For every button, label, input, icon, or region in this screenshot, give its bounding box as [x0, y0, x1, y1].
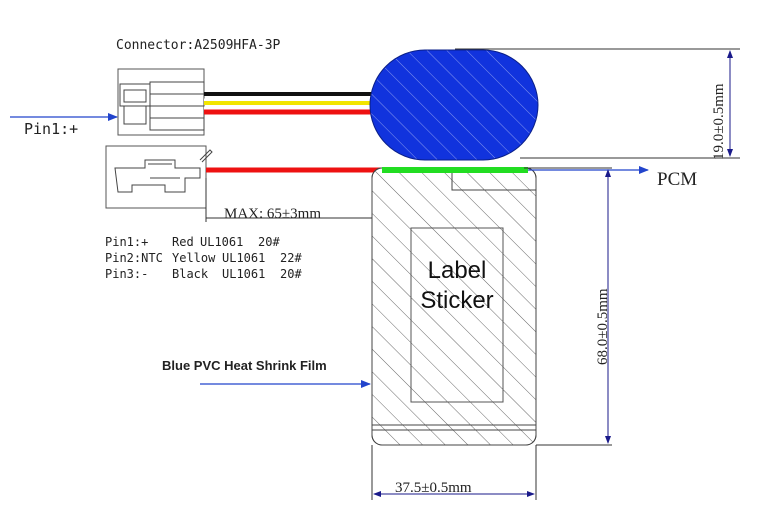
pin-row-2-color: Yellow: [172, 251, 216, 265]
pin-row-2-wire: UL1061: [222, 251, 265, 265]
thickness-dimension: 19.0±0.5mm: [455, 48, 740, 160]
thickness-label: 19.0±0.5mm: [711, 83, 727, 160]
length-label: 68.0±0.5mm: [595, 288, 611, 365]
pin-row-1-wire: UL1061: [200, 235, 243, 249]
label-sticker-line1: Label: [428, 257, 487, 284]
pin-row-2-gauge: 22#: [280, 251, 302, 265]
pcm-label: PCM: [657, 169, 697, 190]
heat-shrink-label: Blue PVC Heat Shrink Film: [162, 358, 327, 373]
connector-housing: [117, 68, 205, 136]
pin-row-3-gauge: 20#: [280, 267, 302, 281]
pin-row-3-wire: UL1061: [222, 267, 265, 281]
pin-row-2-pin: Pin2:NTC: [105, 251, 163, 265]
pin-row-1-pin: Pin1:+: [105, 235, 148, 249]
width-dimension: 37.5±0.5mm: [371, 445, 537, 500]
pin-row-1-color: Red: [172, 235, 194, 249]
length-dimension: 68.0±0.5mm: [524, 167, 612, 446]
max-length-label: MAX: 65±3mm: [224, 206, 321, 222]
width-label: 37.5±0.5mm: [395, 480, 472, 496]
connector-side-view: [105, 145, 213, 209]
pcm-board: [382, 167, 528, 173]
wire-harness: [204, 92, 380, 115]
pin-row-3-pin: Pin3:-: [105, 267, 148, 281]
cell-top-view: [369, 49, 539, 161]
max-length-dimension: MAX: 65±3mm: [205, 178, 372, 222]
pin1-arrow-label: Pin1:+: [24, 120, 78, 138]
pin-row-3-color: Black: [172, 267, 209, 281]
label-sticker-line2: Sticker: [420, 287, 493, 314]
pin-table: Pin1:+ Red UL1061 20# Pin2:NTC Yellow UL…: [105, 235, 302, 281]
label-sticker: Label Sticker: [410, 227, 504, 403]
connector-label: Connector:A2509HFA-3P: [116, 38, 281, 53]
pin-row-1-gauge: 20#: [258, 235, 280, 249]
